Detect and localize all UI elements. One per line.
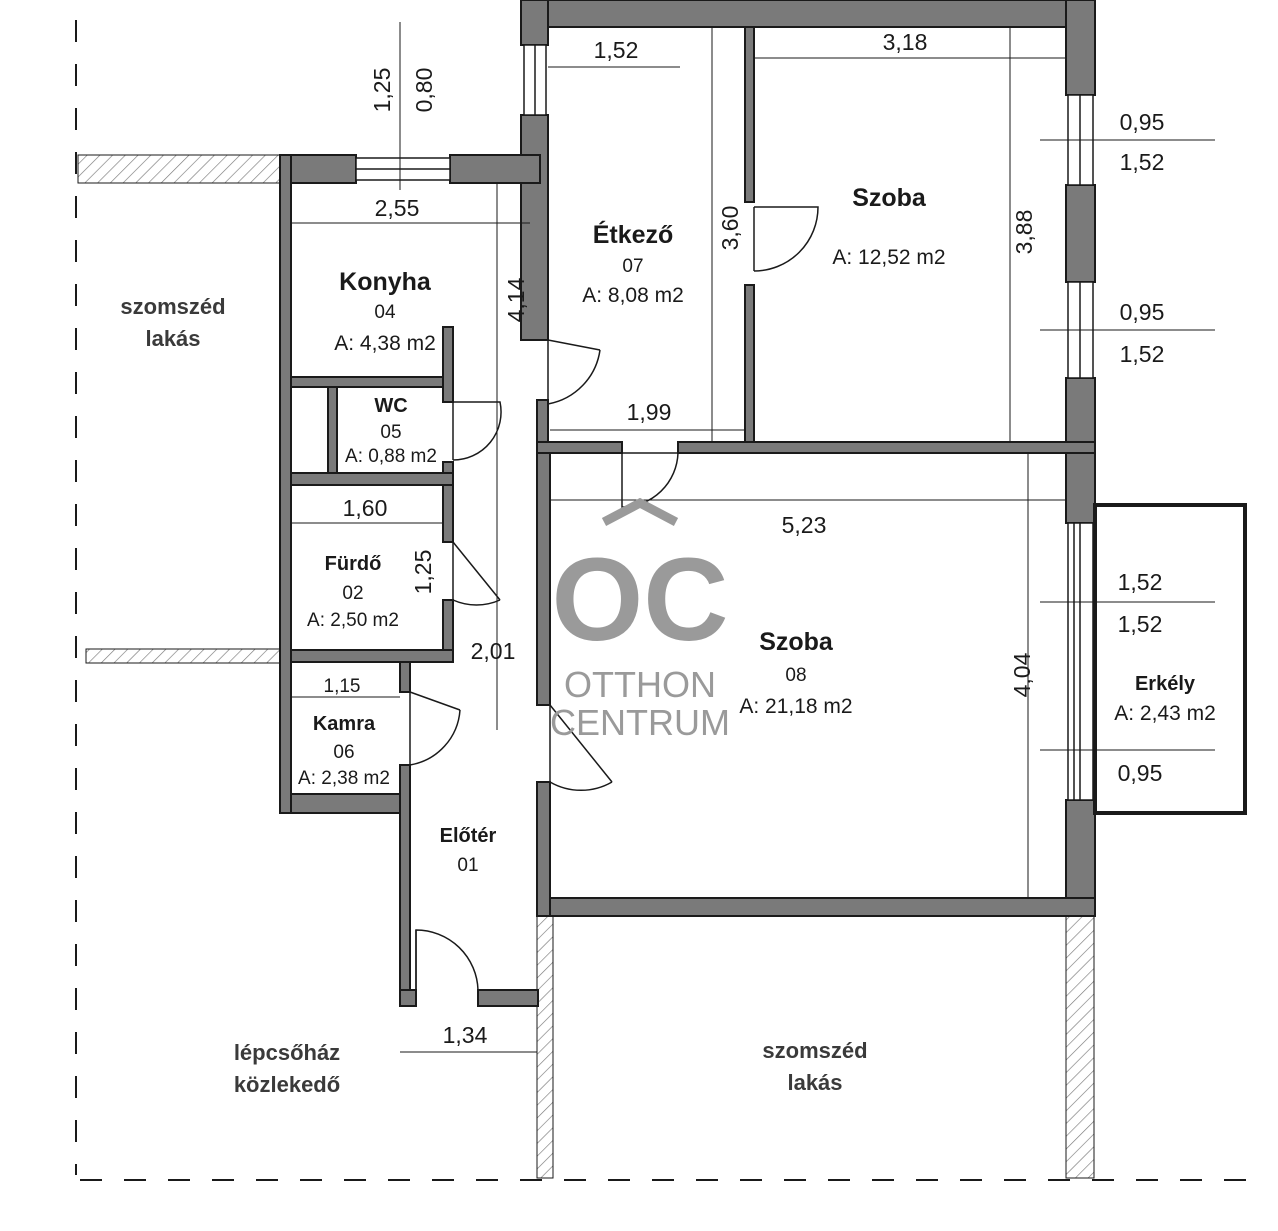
dim-furdo-height: 1,25 — [410, 550, 436, 595]
szoba-top-name: Szoba — [852, 184, 927, 212]
furdo-area: A: 2,50 m2 — [307, 610, 399, 631]
szoba-main-area: A: 21,18 m2 — [739, 695, 852, 718]
dim-szoba-top-width: 3,18 — [883, 29, 928, 55]
dim-szoba-main-height: 4,04 — [1009, 652, 1035, 697]
etkezo-area: A: 8,08 m2 — [582, 284, 684, 307]
etkezo-number: 07 — [622, 256, 643, 277]
dim-win-top-a: 1,25 — [369, 68, 395, 113]
konyha-area: A: 4,38 m2 — [334, 332, 436, 355]
dim-kamra-width: 1,15 — [324, 676, 361, 697]
konyha-number: 04 — [374, 302, 396, 323]
windows — [355, 44, 1094, 801]
stair-line2: közlekedő — [234, 1072, 340, 1097]
dim-konyha-width: 2,55 — [375, 195, 420, 221]
wc-area: A: 0,88 m2 — [345, 446, 437, 467]
dim-szoba-top-height: 3,88 — [1011, 210, 1037, 255]
kamra-number: 06 — [333, 742, 354, 763]
szoba-main-name: Szoba — [759, 628, 834, 656]
dim-win-right2-a: 0,95 — [1120, 299, 1165, 325]
eloter-name: Előtér — [440, 825, 497, 847]
house-roof-chevron-icon — [601, 497, 679, 526]
dim-szoba-main-width: 5,23 — [782, 512, 827, 538]
furdo-number: 02 — [342, 583, 363, 604]
wc-number: 05 — [380, 422, 401, 443]
external-labels: szomszéd lakás lépcsőház közlekedő szoms… — [120, 294, 867, 1097]
dim-hall-width: 2,01 — [471, 638, 516, 664]
dim-etkezo-height: 3,60 — [717, 206, 743, 251]
szoba-top-area: A: 12,52 m2 — [832, 246, 945, 269]
dim-hall-height: 4,14 — [503, 277, 529, 322]
dim-furdo-width: 1,60 — [343, 495, 388, 521]
eloter-number: 01 — [457, 855, 478, 876]
dimension-labels: 1,52 3,18 1,25 0,80 0,95 1,52 0,95 1,52 … — [324, 29, 1165, 1048]
dim-win-top-b: 0,80 — [411, 68, 437, 113]
neighbor-left-line2: lakás — [145, 326, 200, 351]
etkezo-name: Étkező — [593, 220, 674, 249]
dim-erkely-a: 1,52 — [1118, 569, 1163, 595]
dimension-lines — [291, 22, 1215, 1053]
dim-erkely-c: 0,95 — [1118, 760, 1163, 786]
walls — [279, 0, 1096, 1007]
balcony-outline — [1093, 503, 1247, 815]
property-boundaries — [75, 20, 1260, 1181]
dim-etkezo-width: 1,52 — [594, 37, 639, 63]
konyha-name: Konyha — [339, 268, 432, 296]
kamra-area: A: 2,38 m2 — [298, 768, 390, 789]
dim-erkely-b: 1,52 — [1118, 611, 1163, 637]
wc-name: WC — [374, 395, 407, 417]
szoba-main-number: 08 — [785, 665, 806, 686]
kamra-name: Kamra — [313, 713, 376, 735]
watermark-logo: OC — [552, 534, 729, 666]
room-labels: Étkező 07 A: 8,08 m2 Szoba A: 12,52 m2 K… — [298, 184, 1216, 876]
watermark-line2: CENTRUM — [550, 702, 730, 743]
neighbor-bottom-line1: szomszéd — [762, 1038, 867, 1063]
erkely-area: A: 2,43 m2 — [1114, 702, 1216, 725]
dim-etkezo-bottom: 1,99 — [627, 399, 672, 425]
dim-win-right1-b: 1,52 — [1120, 149, 1165, 175]
erkely-name: Erkély — [1135, 673, 1196, 695]
dim-win-right1-a: 0,95 — [1120, 109, 1165, 135]
watermark-line1: OTTHON — [564, 664, 716, 705]
furdo-name: Fürdő — [325, 553, 382, 575]
stair-line1: lépcsőház — [234, 1040, 340, 1065]
neighbor-bottom-line2: lakás — [787, 1070, 842, 1095]
watermark: OC OTTHON CENTRUM — [550, 497, 730, 743]
dim-entry-width: 1,34 — [443, 1022, 488, 1048]
neighbor-left-line1: szomszéd — [120, 294, 225, 319]
dim-win-right2-b: 1,52 — [1120, 341, 1165, 367]
